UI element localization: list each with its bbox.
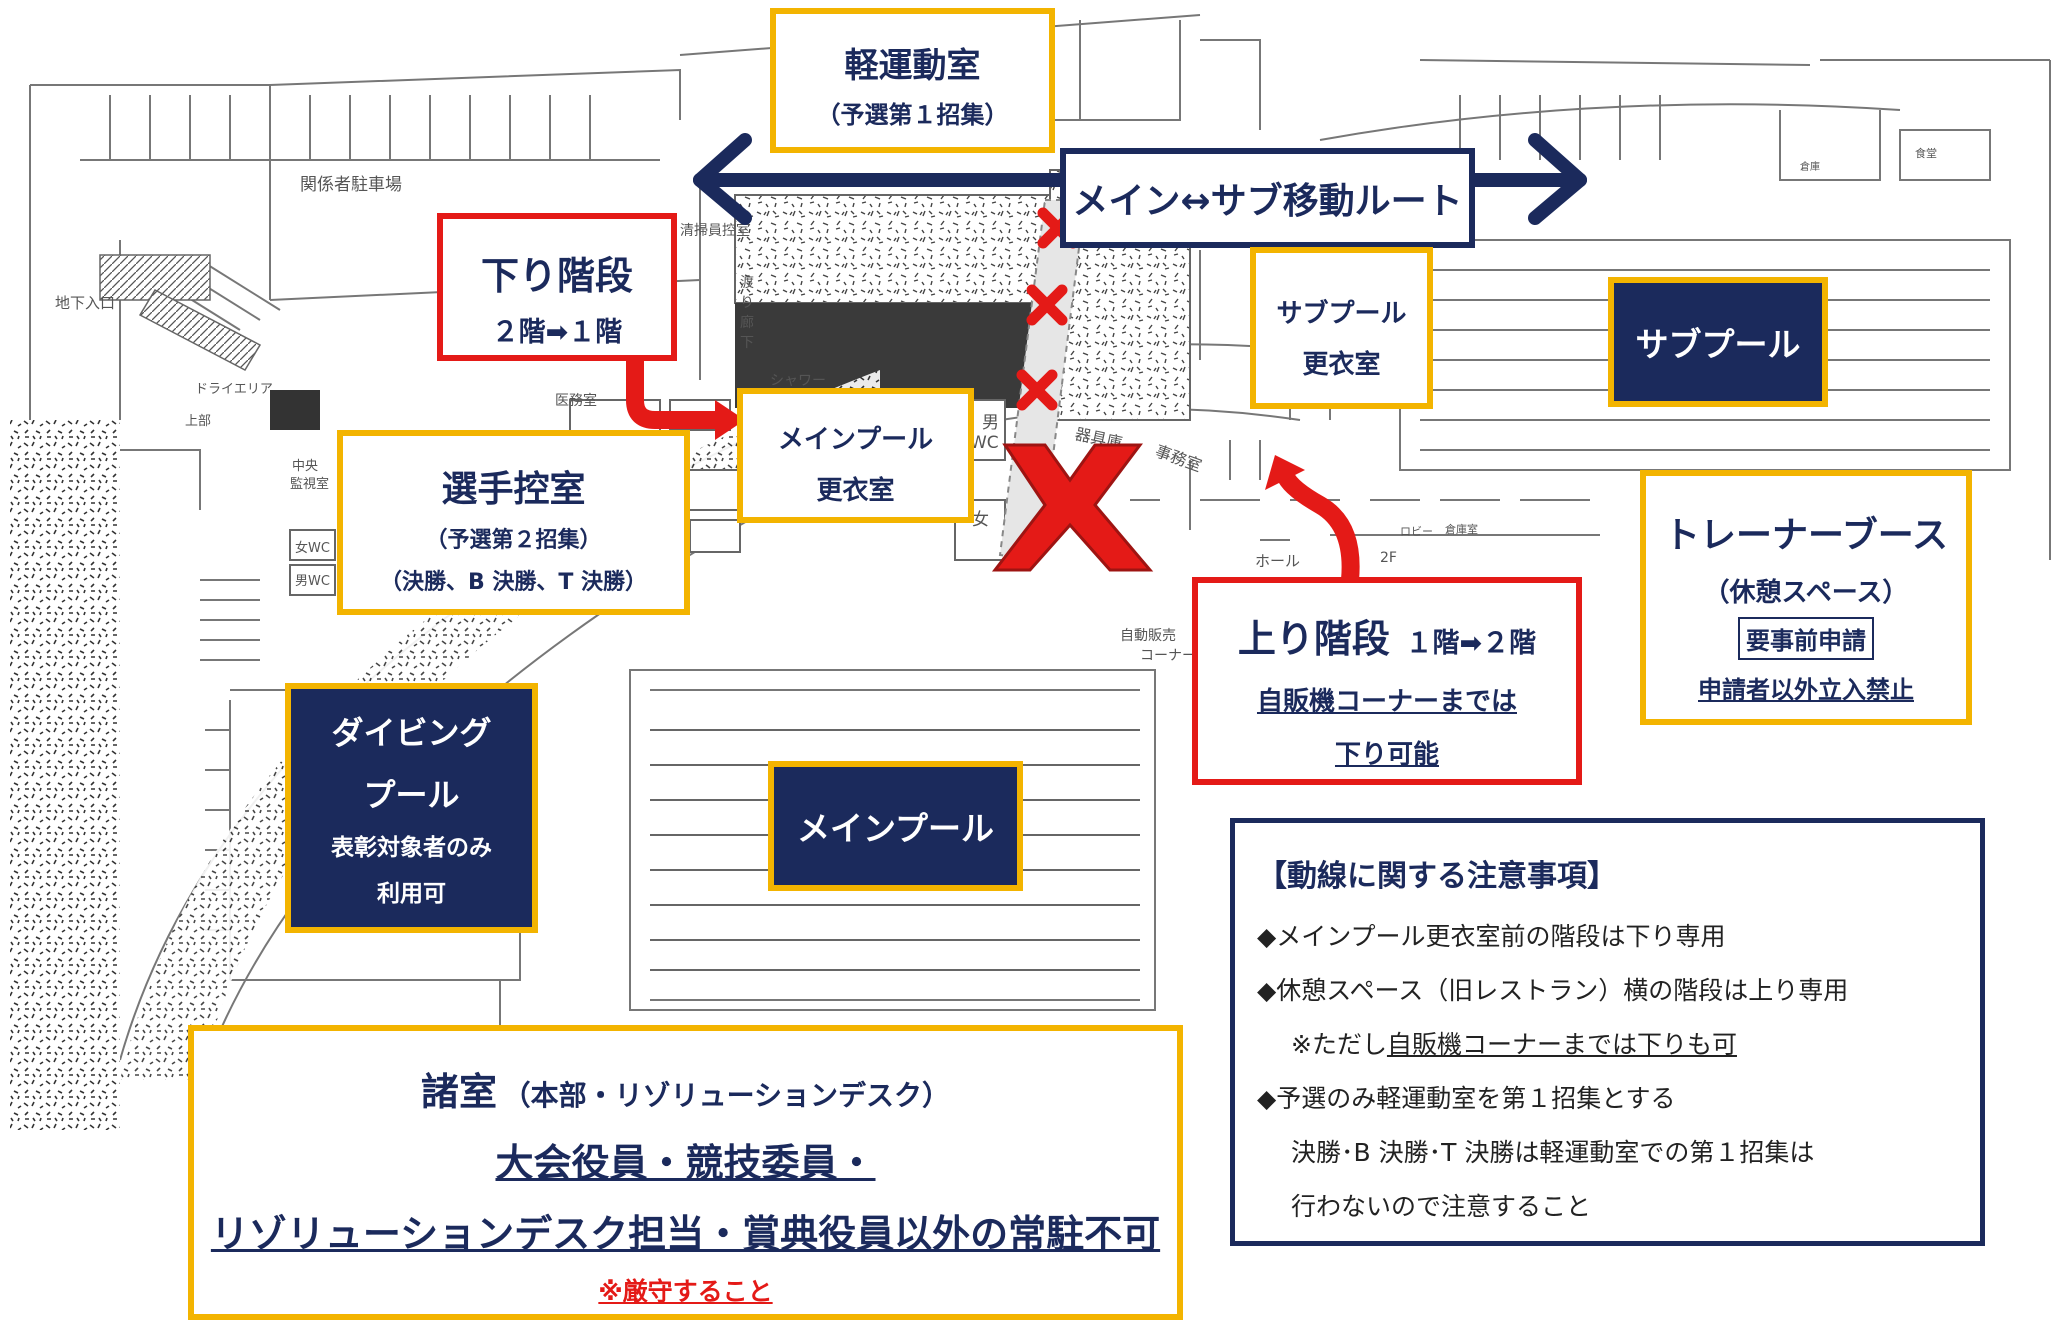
down-stairs-sub: ２階➡１階 (491, 317, 623, 348)
plan-label-vending: 自動販売 (1120, 628, 1176, 644)
plan-label-womens: 女 (972, 510, 989, 530)
plan-label-2f: 2F (1380, 550, 1397, 566)
sub-locker-line1: サブプール (1276, 299, 1407, 329)
rooms-warning: ※厳守すること (598, 1277, 773, 1306)
plan-label-medical: 医務室 (555, 393, 597, 409)
plan-label-boys-wc: 男WC (295, 574, 330, 589)
plan-label-custodian: 清掃員控室 (680, 223, 750, 239)
sub-pool-label: サブプール (1635, 325, 1801, 364)
main-locker-line2: 更衣室 (816, 476, 895, 506)
trainer-booth-box: トレーナーブース （休憩スペース） 要事前申請 申請者以外立入禁止 (1640, 470, 1972, 725)
plan-label-store: 倉庫室 (1445, 523, 1478, 536)
plan-label-eat: 食堂 (1915, 147, 1937, 160)
plan-label-corridor-2: り (740, 295, 754, 311)
big-x-mark-icon (991, 443, 1154, 572)
athlete-room-sub2: （決勝、B 決勝、T 決勝） (379, 570, 648, 595)
down-stairs-box: 下り階段 ２階➡１階 (437, 213, 677, 361)
rooms-title: 諸室 (420, 1070, 497, 1114)
plan-label-girls-wc: 女WC (295, 541, 330, 556)
plan-label-lobby: ロビー (1400, 525, 1433, 538)
light-gym-title: 軽運動室 (844, 46, 981, 86)
notes-item3: ◆予選のみ軽運動室を第１招集とする (1257, 1084, 1676, 1113)
athlete-room-box: 選手控室 （予選第２招集） （決勝、B 決勝、T 決勝） (337, 430, 690, 615)
plan-label-mens: 男 (982, 413, 999, 433)
up-stairs-arrow (1276, 466, 1360, 589)
plan-label-corner: コーナー (1140, 648, 1196, 664)
diving-pool-box: ダイビング プール 表彰対象者のみ 利用可 (285, 683, 538, 933)
plan-label-central: 中央 (292, 459, 319, 474)
plan-label-parking: 関係者駐車場 (300, 175, 402, 195)
trainer-booth-restriction: 申請者以外立入禁止 (1698, 676, 1914, 704)
route-label: メイン↔サブ移動ルート (1060, 148, 1475, 248)
plan-label-dry-area: ドライエリア (195, 382, 273, 397)
athlete-room-title: 選手控室 (441, 469, 586, 510)
light-gym-box: 軽運動室 （予選第１招集） (770, 8, 1055, 153)
plan-label-corridor-1: 渡 (740, 275, 754, 291)
plan-label-shower: シャワー (770, 373, 826, 389)
up-stairs-box: 上り階段 １階➡２階 自販機コーナーまでは 下り可能 (1192, 577, 1582, 785)
athlete-room-sub1: （予選第２招集） (425, 528, 602, 553)
up-stairs-note1: 自販機コーナーまでは (1256, 687, 1517, 717)
notes-item1: ◆メインプール更衣室前の階段は下り専用 (1257, 922, 1726, 951)
main-locker-box: メインプール 更衣室 (737, 388, 974, 523)
plan-label-hall: ホール (1255, 552, 1301, 570)
up-stairs-title: 上り階段 (1237, 617, 1390, 661)
main-locker-line1: メインプール (777, 425, 934, 455)
down-stairs-arrowhead (715, 400, 745, 440)
diving-pool-line4: 利用可 (377, 881, 446, 907)
rooms-box: 諸室 （本部・リゾリューションデスク） 大会役員・競技委員・ リゾリューションデ… (188, 1025, 1183, 1320)
rooms-title-sub: （本部・リゾリューションデスク） (502, 1079, 951, 1112)
light-gym-sub: （予選第１招集） (816, 101, 1009, 129)
route-label-text: メイン↔サブ移動ルート (1072, 181, 1463, 222)
trainer-booth-title: トレーナーブース (1663, 515, 1949, 556)
trainer-booth-sub: （休憩スペース） (1703, 578, 1909, 608)
plan-label-corridor-3: 廊 (740, 315, 754, 331)
trainer-booth-requirement: 要事前申請 (1738, 617, 1874, 660)
rooms-line2: リゾリューションデスク担当・賞典役員以外の常駐不可 (210, 1212, 1161, 1256)
notes-item3-a: 決勝･B 決勝･T 決勝は軽運動室での第１招集は (1291, 1138, 1815, 1167)
plan-label-dry-area-upper: 上部 (185, 414, 212, 429)
main-pool-box: メインプール (768, 761, 1023, 891)
up-stairs-arrowhead (1265, 455, 1305, 490)
notes-title: 【動線に関する注意事項】 (1257, 859, 1617, 894)
notes-box: 【動線に関する注意事項】 ◆メインプール更衣室前の階段は下り専用 ◆休憩スペース… (1230, 818, 1985, 1246)
notes-item2-prefix: ※ただし (1291, 1030, 1387, 1059)
up-stairs-note2: 下り可能 (1334, 740, 1439, 770)
plan-label-mens-wc: WC (970, 433, 999, 453)
diving-pool-line1: ダイビング (331, 714, 492, 752)
down-stairs-title: 下り階段 (480, 254, 633, 298)
main-pool-label: メインプール (796, 809, 994, 848)
down-stairs-arrow (626, 351, 729, 429)
diving-pool-line2: プール (363, 776, 460, 814)
up-stairs-floors: １階➡２階 (1405, 628, 1537, 659)
notes-item2-underline: 自販機コーナーまでは下りも可 (1386, 1030, 1737, 1059)
plan-label-corridor-4: 下 (740, 335, 754, 351)
plan-label-basement: 地下入口 (55, 294, 116, 312)
plan-label-pool-office: 倉庫 (1800, 162, 1820, 173)
notes-item3-b: 行わないので注意すること (1291, 1192, 1592, 1221)
plan-label-monitor-room: 監視室 (290, 477, 330, 492)
sub-pool-box: サブプール (1608, 277, 1828, 407)
sub-locker-box: サブプール 更衣室 (1250, 247, 1433, 409)
notes-item2: ◆休憩スペース（旧レストラン）横の階段は上り専用 (1257, 976, 1849, 1005)
diving-pool-line3: 表彰対象者のみ (331, 835, 492, 861)
rooms-line1: 大会役員・競技委員・ (495, 1141, 876, 1185)
sub-locker-line2: 更衣室 (1302, 350, 1381, 380)
